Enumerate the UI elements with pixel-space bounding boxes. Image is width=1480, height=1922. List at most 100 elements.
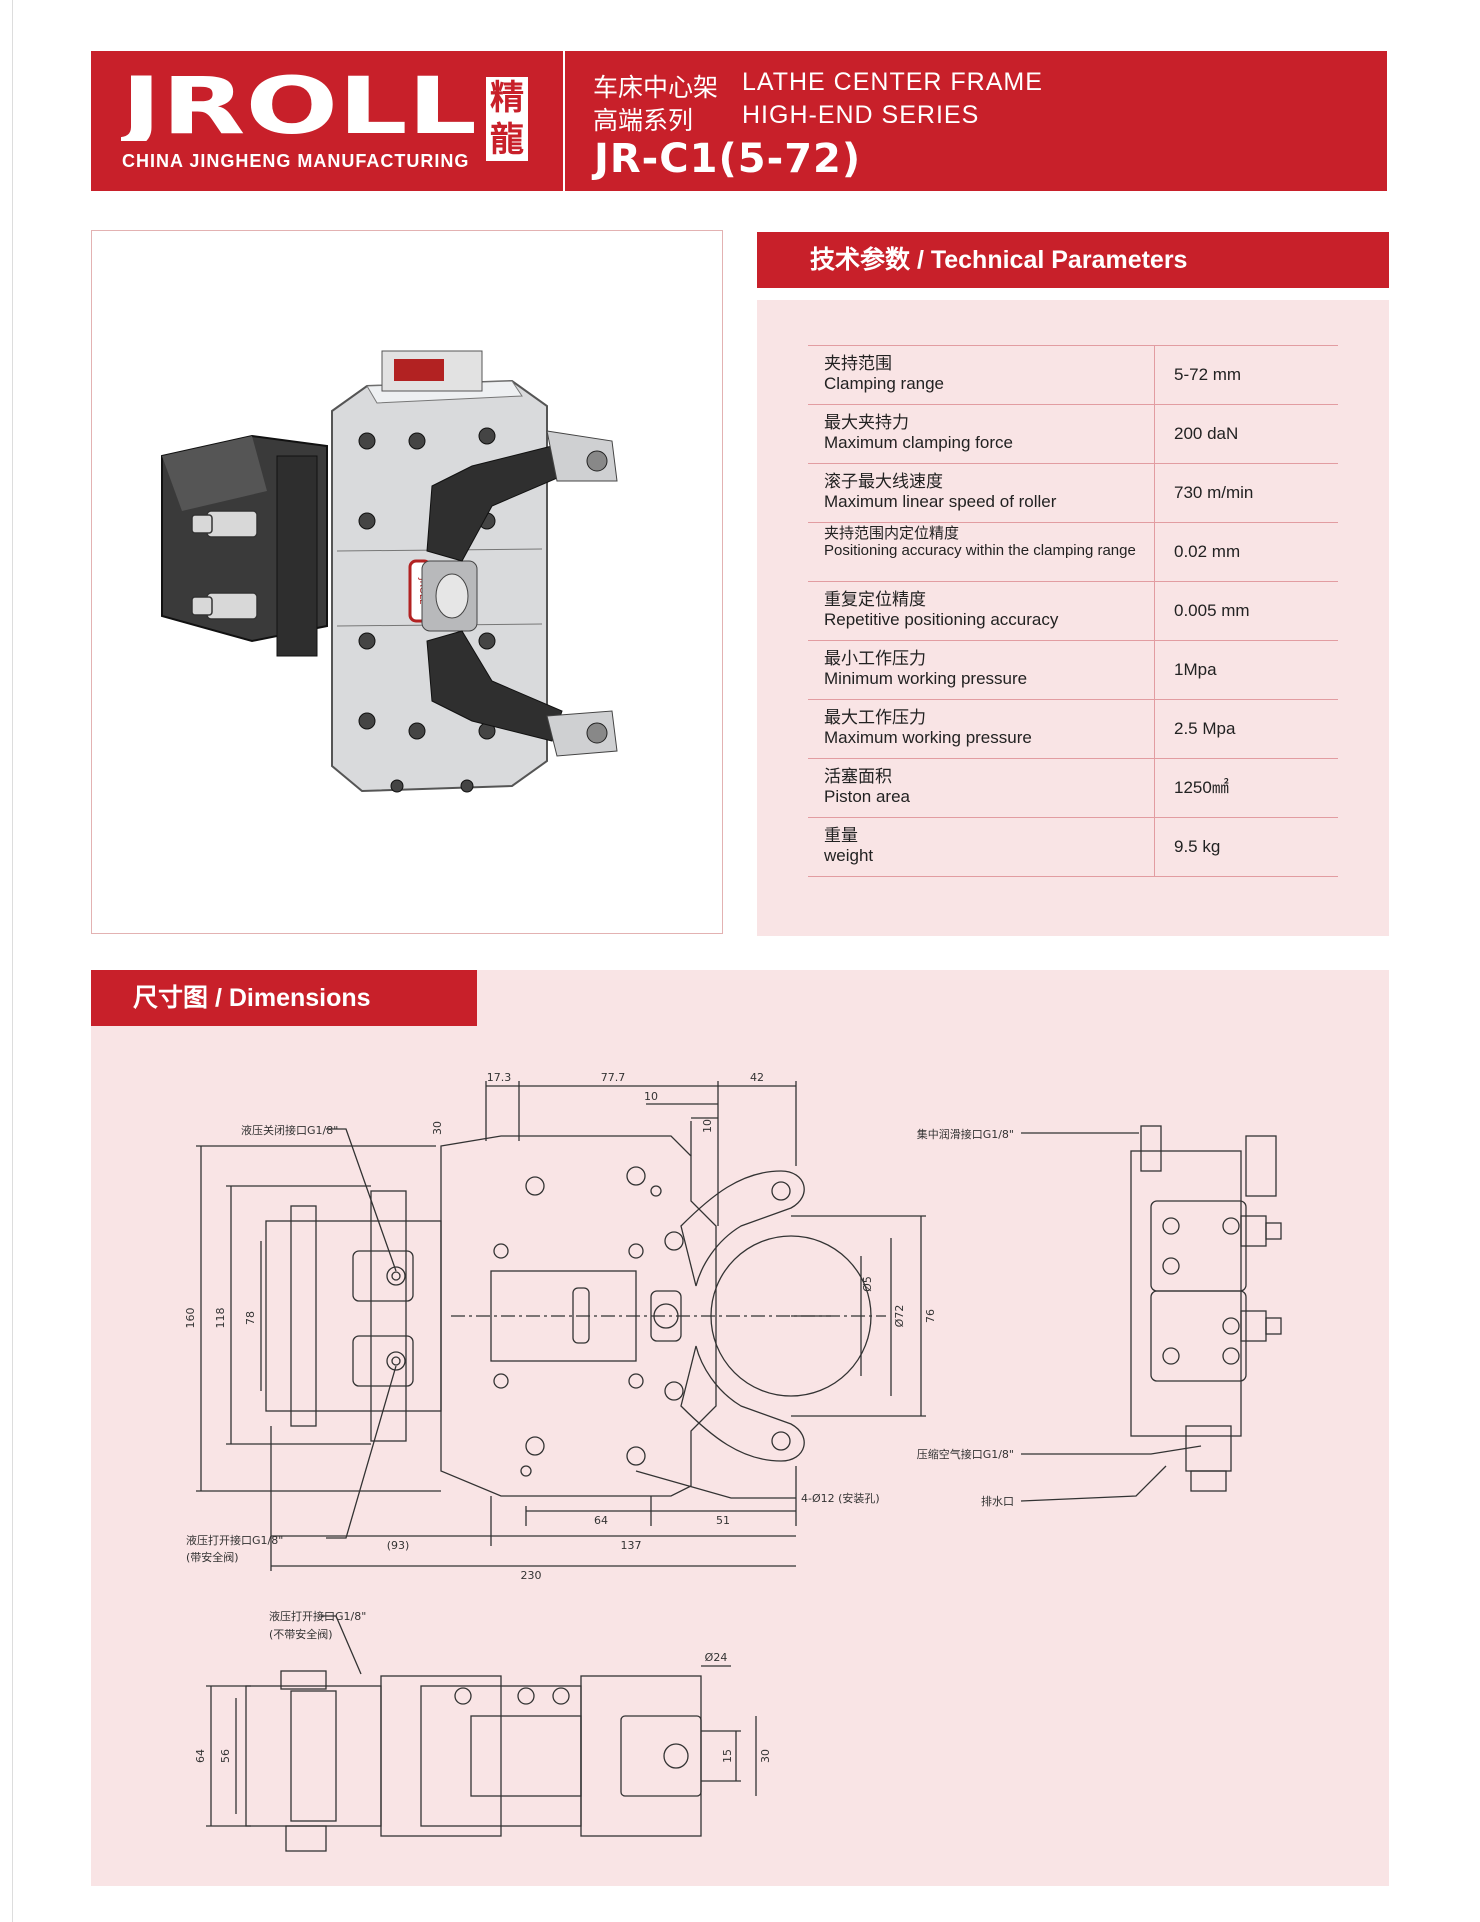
- param-label-cell: 活塞面积 Piston area: [808, 759, 1155, 817]
- parameters-table: 夹持范围 Clamping range 5-72 mm 最大夹持力 Maximu…: [808, 345, 1338, 877]
- top-view-drawing: [206, 1615, 757, 1852]
- series-cn: 高端系列: [593, 107, 694, 135]
- dim-top-5: 10: [701, 1119, 714, 1133]
- param-label-cn: 夹持范围内定位精度: [824, 525, 960, 542]
- page-edge-rule: [12, 0, 13, 1922]
- dim-top-6: 30: [431, 1121, 444, 1135]
- table-row: 活塞面积 Piston area 1250㎟: [808, 759, 1338, 818]
- param-label-cn: 最大夹持力: [824, 413, 909, 432]
- dim-left-2: 118: [214, 1308, 227, 1329]
- dim-top-4: 10: [644, 1090, 658, 1103]
- dimensions-panel: [91, 970, 1389, 1886]
- param-label-en: Piston area: [824, 787, 910, 806]
- param-label-cn: 夹持范围: [824, 354, 892, 373]
- logo-subtitle: CHINA JINGHENG MANUFACTURING: [122, 151, 470, 171]
- parameters-panel: [757, 300, 1389, 936]
- param-value: 1Mpa: [1174, 660, 1217, 679]
- logo-seal: 精龍: [486, 77, 528, 161]
- callout-air-port: 压缩空气接口G1/8": [917, 1447, 1014, 1461]
- param-label-cn: 重复定位精度: [824, 590, 926, 609]
- dim-bottom-1: 64: [594, 1514, 608, 1527]
- dimensions-section-title: 尺寸图 / Dimensions: [91, 970, 477, 1026]
- param-value: 5-72 mm: [1174, 365, 1242, 384]
- table-row: 重量 weight 9.5 kg: [808, 818, 1338, 877]
- param-value: 0.02 mm: [1174, 542, 1241, 561]
- param-label-en: Minimum working pressure: [824, 669, 1028, 688]
- dim-top-view-3: 56: [219, 1749, 232, 1763]
- param-label-en: Maximum working pressure: [824, 728, 1032, 747]
- table-row: 重复定位精度 Repetitive positioning accuracy 0…: [808, 582, 1338, 641]
- front-view-drawing: [196, 1081, 926, 1571]
- dimensions-title-text: 尺寸图 / Dimensions: [133, 984, 371, 1012]
- param-label-cn: 最小工作压力: [824, 649, 926, 668]
- dim-bottom-3: (93): [387, 1539, 410, 1552]
- dim-top-view-1: Ø24: [705, 1651, 728, 1664]
- dim-top-view-5: 30: [759, 1749, 772, 1763]
- jroll-logo: JROLL: [121, 71, 477, 141]
- dim-top-view-2: 64: [194, 1749, 207, 1763]
- logo-text: JROLL: [121, 71, 477, 141]
- dim-left-1: 160: [184, 1308, 197, 1329]
- param-value: 200 daN: [1174, 424, 1239, 443]
- header-banner: JROLL CHINA JINGHENG MANUFACTURING 精龍 车床…: [91, 51, 1387, 191]
- param-value: 0.005 mm: [1174, 601, 1250, 620]
- param-label-cell: 夹持范围内定位精度 Positioning accuracy within th…: [808, 523, 1155, 581]
- parameters-title-text: 技术参数 / Technical Parameters: [810, 246, 1188, 274]
- dim-top-3: 42: [750, 1071, 764, 1084]
- dim-bottom-5: 230: [521, 1569, 542, 1582]
- callout-mount-holes: 4-Ø12 (安装孔): [801, 1491, 880, 1505]
- param-label-en: Maximum clamping force: [824, 433, 1013, 452]
- dim-bottom-4: 137: [621, 1539, 642, 1552]
- table-row: 滚子最大线速度 Maximum linear speed of roller 7…: [808, 464, 1338, 523]
- callout-no-safety-valve: (不带安全阀): [269, 1627, 333, 1641]
- parameters-section-title: 技术参数 / Technical Parameters: [757, 232, 1389, 288]
- dim-right-2: Ø72: [893, 1305, 906, 1328]
- callout-safety-valve: (带安全阀): [186, 1550, 239, 1564]
- dim-top-1: 17.3: [487, 1071, 512, 1084]
- dimension-drawings: 17.3 77.7 42 10 10 30 160 118 78 Ø5 Ø72 …: [184, 1071, 1282, 1852]
- param-label-cell: 重量 weight: [808, 818, 1155, 876]
- param-value: 2.5 Mpa: [1174, 719, 1236, 738]
- title-en: LATHE CENTER FRAME: [742, 68, 1043, 96]
- title-cn: 车床中心架: [593, 74, 719, 102]
- callout-top-hydraulic-open: 液压打开接口G1/8": [269, 1609, 366, 1623]
- header-divider: [563, 51, 565, 191]
- callout-hydraulic-open: 液压打开接口G1/8": [186, 1533, 283, 1547]
- series-en: HIGH-END SERIES: [742, 101, 980, 129]
- product-image-panel: JROLL: [91, 230, 723, 934]
- model-number: JR-C1(5-72): [594, 136, 862, 182]
- dim-left-3: 78: [244, 1311, 257, 1325]
- param-label-en: weight: [824, 846, 874, 865]
- table-row: 最小工作压力 Minimum working pressure 1Mpa: [808, 641, 1338, 700]
- param-label-en: Clamping range: [824, 374, 945, 393]
- dim-top-view-4: 15: [721, 1749, 734, 1763]
- param-value: 9.5 kg: [1174, 837, 1221, 856]
- param-label-cell: 最大工作压力 Maximum working pressure: [808, 700, 1155, 758]
- param-value: 1250㎟: [1174, 778, 1229, 797]
- product-render: JROLL: [161, 350, 618, 793]
- param-label-en: Positioning accuracy within the clamping…: [824, 542, 1136, 559]
- param-label-cn: 最大工作压力: [824, 708, 926, 727]
- param-label-cell: 最大夹持力 Maximum clamping force: [808, 405, 1155, 463]
- param-label-cell: 最小工作压力 Minimum working pressure: [808, 641, 1155, 699]
- callout-lube-port: 集中润滑接口G1/8": [917, 1127, 1014, 1141]
- param-label-cell: 滚子最大线速度 Maximum linear speed of roller: [808, 464, 1155, 522]
- param-value: 730 m/min: [1174, 483, 1254, 502]
- param-label-cn: 活塞面积: [824, 767, 892, 786]
- dim-right-1: Ø5: [861, 1276, 874, 1292]
- table-row: 最大夹持力 Maximum clamping force 200 daN: [808, 405, 1338, 464]
- table-row: 夹持范围 Clamping range 5-72 mm: [808, 345, 1338, 405]
- dim-bottom-2: 51: [716, 1514, 730, 1527]
- table-row: 最大工作压力 Maximum working pressure 2.5 Mpa: [808, 700, 1338, 759]
- side-view-drawing: [1020, 1125, 1282, 1502]
- param-label-cell: 夹持范围 Clamping range: [808, 346, 1155, 404]
- dim-right-3: 76: [924, 1309, 937, 1323]
- table-row: 夹持范围内定位精度 Positioning accuracy within th…: [808, 523, 1338, 582]
- param-label-en: Repetitive positioning accuracy: [824, 610, 1059, 629]
- dim-top-2: 77.7: [601, 1071, 626, 1084]
- callout-drain: 排水口: [981, 1494, 1014, 1508]
- callout-hydraulic-close: 液压关闭接口G1/8": [241, 1123, 338, 1137]
- param-label-cn: 重量: [824, 826, 858, 845]
- param-label-cn: 滚子最大线速度: [824, 472, 943, 491]
- param-label-en: Maximum linear speed of roller: [824, 492, 1057, 511]
